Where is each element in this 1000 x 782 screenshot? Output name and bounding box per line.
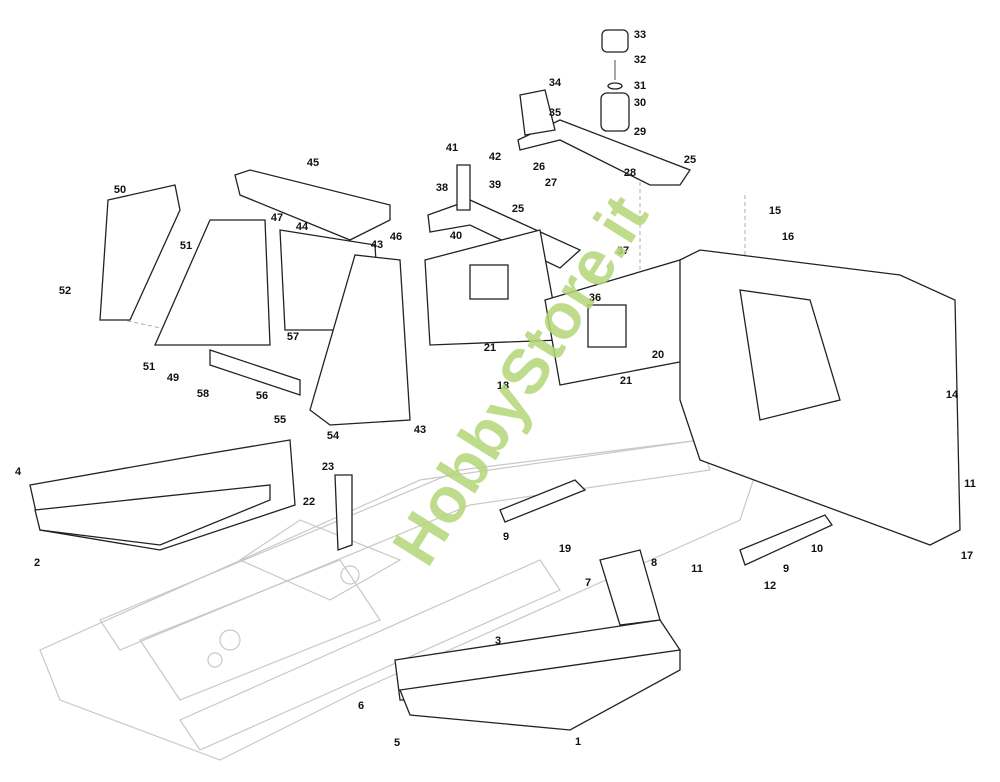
part-label-10[interactable]: 10 [810,543,824,555]
part-label-58[interactable]: 58 [196,388,210,400]
part-label-18[interactable]: 18 [496,380,510,392]
part-label-47[interactable]: 47 [270,212,284,224]
part-label-22[interactable]: 22 [302,496,316,508]
part-label-33[interactable]: 33 [633,29,647,41]
part-label-45[interactable]: 45 [306,157,320,169]
brackets [334,474,833,566]
part-label-37[interactable]: 37 [616,245,630,257]
part-label-56[interactable]: 56 [255,390,269,402]
part-label-19[interactable]: 19 [558,543,572,555]
part-label-12[interactable]: 12 [763,580,777,592]
part-label-17[interactable]: 17 [960,550,974,562]
part-label-39[interactable]: 39 [488,179,502,191]
part-label-26[interactable]: 26 [532,161,546,173]
part-label-36[interactable]: 36 [588,292,602,304]
part-label-20[interactable]: 20 [651,349,665,361]
part-label-5[interactable]: 5 [393,737,401,749]
part-label-4[interactable]: 4 [14,466,22,478]
part-label-52[interactable]: 52 [58,285,72,297]
part-label-9[interactable]: 9 [782,563,790,575]
part-label-31[interactable]: 31 [633,80,647,92]
part-label-7[interactable]: 7 [584,577,592,589]
part-label-40[interactable]: 40 [449,230,463,242]
seat-mount-parts [427,29,691,269]
part-label-57[interactable]: 57 [286,331,300,343]
part-label-29[interactable]: 29 [633,126,647,138]
part-label-41[interactable]: 41 [445,142,459,154]
part-label-16[interactable]: 16 [781,231,795,243]
part-label-3[interactable]: 3 [494,635,502,647]
part-label-34[interactable]: 34 [548,77,562,89]
part-label-44[interactable]: 44 [295,221,309,233]
part-label-49[interactable]: 49 [166,372,180,384]
part-label-15[interactable]: 15 [768,205,782,217]
part-label-35[interactable]: 35 [548,107,562,119]
part-label-23[interactable]: 23 [321,461,335,473]
part-label-51[interactable]: 51 [179,240,193,252]
part-label-11[interactable]: 11 [964,478,976,490]
chassis-frame [39,439,761,761]
part-label-51[interactable]: 51 [142,361,156,373]
part-label-54[interactable]: 54 [326,430,340,442]
part-label-1[interactable]: 1 [574,736,582,748]
part-label-43[interactable]: 43 [413,424,427,436]
part-label-55[interactable]: 55 [273,414,287,426]
part-label-21[interactable]: 21 [619,375,633,387]
footrests [29,439,681,731]
part-label-21[interactable]: 21 [483,342,497,354]
rear-panels [99,169,961,546]
part-label-9[interactable]: 9 [502,531,510,543]
part-label-25[interactable]: 25 [683,154,697,166]
part-label-14[interactable]: 14 [945,389,959,401]
part-label-11[interactable]: 11 [691,563,703,575]
part-label-27[interactable]: 27 [544,177,558,189]
part-label-38[interactable]: 38 [435,182,449,194]
part-label-50[interactable]: 50 [113,184,127,196]
part-label-2[interactable]: 2 [33,557,41,569]
part-label-43[interactable]: 43 [370,239,384,251]
part-label-46[interactable]: 46 [389,231,403,243]
part-label-28[interactable]: 28 [623,167,637,179]
part-label-6[interactable]: 6 [357,700,365,712]
part-label-32[interactable]: 32 [633,54,647,66]
part-label-25[interactable]: 25 [511,203,525,215]
part-label-8[interactable]: 8 [650,557,658,569]
part-label-30[interactable]: 30 [633,97,647,109]
part-label-42[interactable]: 42 [488,151,502,163]
